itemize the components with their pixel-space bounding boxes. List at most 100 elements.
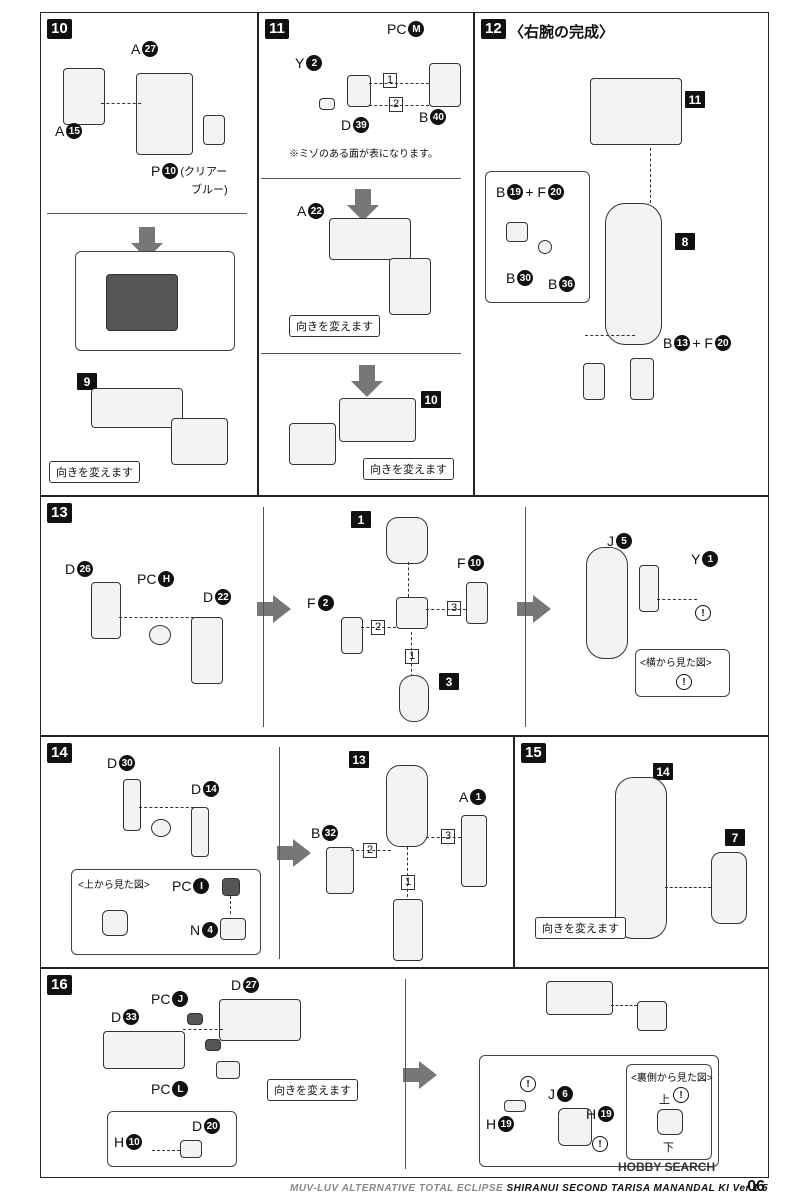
caution-icon: !: [520, 1076, 536, 1092]
page-number: 06: [747, 1178, 765, 1195]
ref-step-1: 1: [351, 511, 371, 528]
ref-step-8: 8: [675, 233, 695, 250]
order-3: 3: [441, 829, 455, 844]
caution-icon: !: [695, 605, 711, 621]
footer-text: MUV-LUV ALTERNATIVE TOTAL ECLIPSE SHIRAN…: [290, 1183, 768, 1194]
part-p10-shape: [203, 115, 225, 145]
step-number: 16: [47, 975, 72, 995]
ref-step-11: 11: [685, 91, 705, 108]
flow-arrow: [351, 365, 383, 397]
order-1: 1: [383, 73, 397, 88]
order-2: 2: [389, 97, 403, 112]
series-name: MUV-LUV ALTERNATIVE TOTAL ECLIPSE: [290, 1183, 504, 1194]
flow-arrow: [347, 189, 379, 221]
order-1: 1: [405, 649, 419, 664]
step-number: 12: [481, 19, 506, 39]
caution-icon: !: [676, 674, 692, 690]
step-number: 11: [265, 19, 289, 39]
caution-icon: !: [673, 1087, 689, 1103]
kit-title: SHIRANUI SECOND TARISA MANANDAL KI Ver.1…: [506, 1183, 769, 1194]
watermark: HOBBY SEARCH: [618, 1160, 716, 1174]
section-title: 〈右腕の完成〉: [509, 24, 615, 41]
flow-arrow: [517, 595, 551, 623]
flow-arrow: [403, 1061, 437, 1089]
turn-callout: 向きを変えます: [535, 917, 626, 939]
step-number: 14: [47, 743, 72, 763]
order-3: 3: [447, 601, 461, 616]
flow-arrow: [277, 839, 311, 867]
down-label: 下: [663, 1142, 674, 1154]
ref-step-9: 9: [77, 373, 97, 390]
ref-step-13: 13: [349, 751, 369, 768]
turn-callout-2: 向きを変えます: [363, 458, 454, 480]
ref-step-14: 14: [653, 763, 673, 780]
turn-callout: 向きを変えます: [289, 315, 380, 337]
up-label: 上: [659, 1094, 670, 1106]
order-1: 1: [401, 875, 415, 890]
ref-step-3: 3: [439, 673, 459, 690]
flow-arrow: [257, 595, 291, 623]
ref-step-7: 7: [725, 829, 745, 846]
turn-callout: 向きを変えます: [49, 461, 140, 483]
groove-note: ※ミゾのある面が表になります。: [289, 149, 438, 160]
back-view-box: <裏側から見た図> 上 ! 下: [626, 1064, 713, 1160]
detail-box: [75, 251, 235, 351]
part-a27-shape: [136, 73, 193, 155]
part-a15-shape: [63, 68, 105, 125]
step-number: 15: [521, 743, 546, 763]
part-label-p10-color: ブルー): [191, 184, 228, 196]
step-number: 13: [47, 503, 72, 523]
step-number: 10: [47, 19, 72, 39]
ref-step-10: 10: [421, 391, 441, 408]
turn-callout: 向きを変えます: [267, 1079, 358, 1101]
step-15-panel: 15 14 7 向きを変えます: [514, 736, 769, 968]
caution-icon: !: [592, 1136, 608, 1152]
side-view-box: <横から見た図> !: [635, 649, 730, 697]
